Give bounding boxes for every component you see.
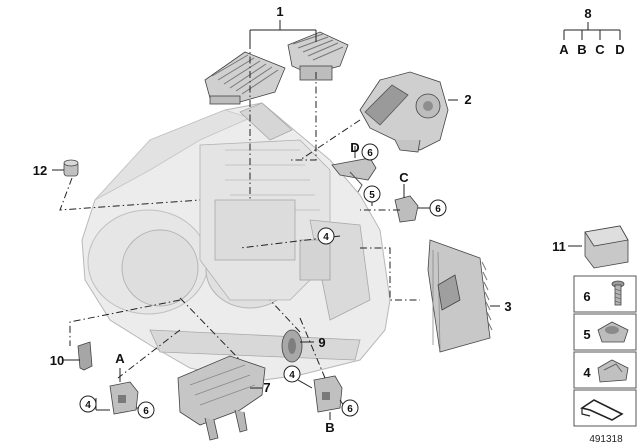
- callout-6-a: 6: [143, 406, 149, 417]
- part-labels: 1 2 3 6 5 4 7 8 9 10 11 12 A B C D D C A…: [33, 4, 625, 435]
- callout-6-b: 6: [347, 404, 353, 415]
- label-11: 11: [552, 239, 566, 254]
- bracket-d: [331, 157, 377, 193]
- adjuster: [281, 329, 303, 363]
- label-3: 3: [504, 299, 511, 314]
- circled-callouts: 6 5 6 4 4 6 4 6: [79, 143, 447, 419]
- screw-part: [611, 280, 625, 306]
- clip-c: [394, 195, 419, 223]
- callout-4-main: 4: [323, 232, 329, 243]
- headlight-housing: [81, 102, 391, 383]
- label-1: 1: [276, 4, 283, 19]
- label-9: 9: [318, 335, 325, 350]
- label-7: 7: [263, 380, 270, 395]
- callout-4-b: 4: [289, 370, 295, 381]
- callout-6-d: 6: [367, 148, 373, 159]
- callout-5-d: 5: [369, 190, 375, 201]
- clip-nut-part: [597, 359, 629, 383]
- label-8-c: C: [595, 42, 605, 57]
- leader-lines: [52, 99, 582, 420]
- label-5-legend: 5: [583, 327, 590, 342]
- diagram-id: 491318: [589, 434, 623, 445]
- control-unit: [427, 239, 493, 353]
- projector-module: [359, 71, 449, 153]
- heatsink-module-right: [287, 31, 349, 81]
- clip-b: [313, 375, 343, 413]
- spring-nut-part: [597, 321, 629, 343]
- callout-6-c: 6: [435, 204, 441, 215]
- label-10: 10: [50, 353, 64, 368]
- label-8-b: B: [577, 42, 586, 57]
- label-8-a: A: [559, 42, 569, 57]
- label-c: C: [399, 170, 409, 185]
- callout-8-tree: [563, 22, 621, 40]
- label-d: D: [350, 140, 359, 155]
- bolt-part: [77, 341, 93, 371]
- label-a: A: [115, 351, 125, 366]
- panel-shape-icon: [580, 399, 624, 421]
- callout-4-a: 4: [85, 400, 91, 411]
- lower-bracket: [177, 355, 266, 441]
- heatsink-module-left: [204, 51, 286, 105]
- label-12: 12: [33, 163, 47, 178]
- cap: [63, 159, 79, 177]
- callout-1-bracket: [249, 20, 317, 42]
- clip-a: [109, 381, 139, 415]
- label-6-legend: 6: [583, 289, 590, 304]
- label-8: 8: [584, 6, 591, 21]
- parts-legend-panel: [573, 225, 637, 427]
- label-4-legend: 4: [583, 365, 591, 380]
- label-b: B: [325, 420, 334, 435]
- label-8-d: D: [615, 42, 624, 57]
- label-2: 2: [464, 92, 471, 107]
